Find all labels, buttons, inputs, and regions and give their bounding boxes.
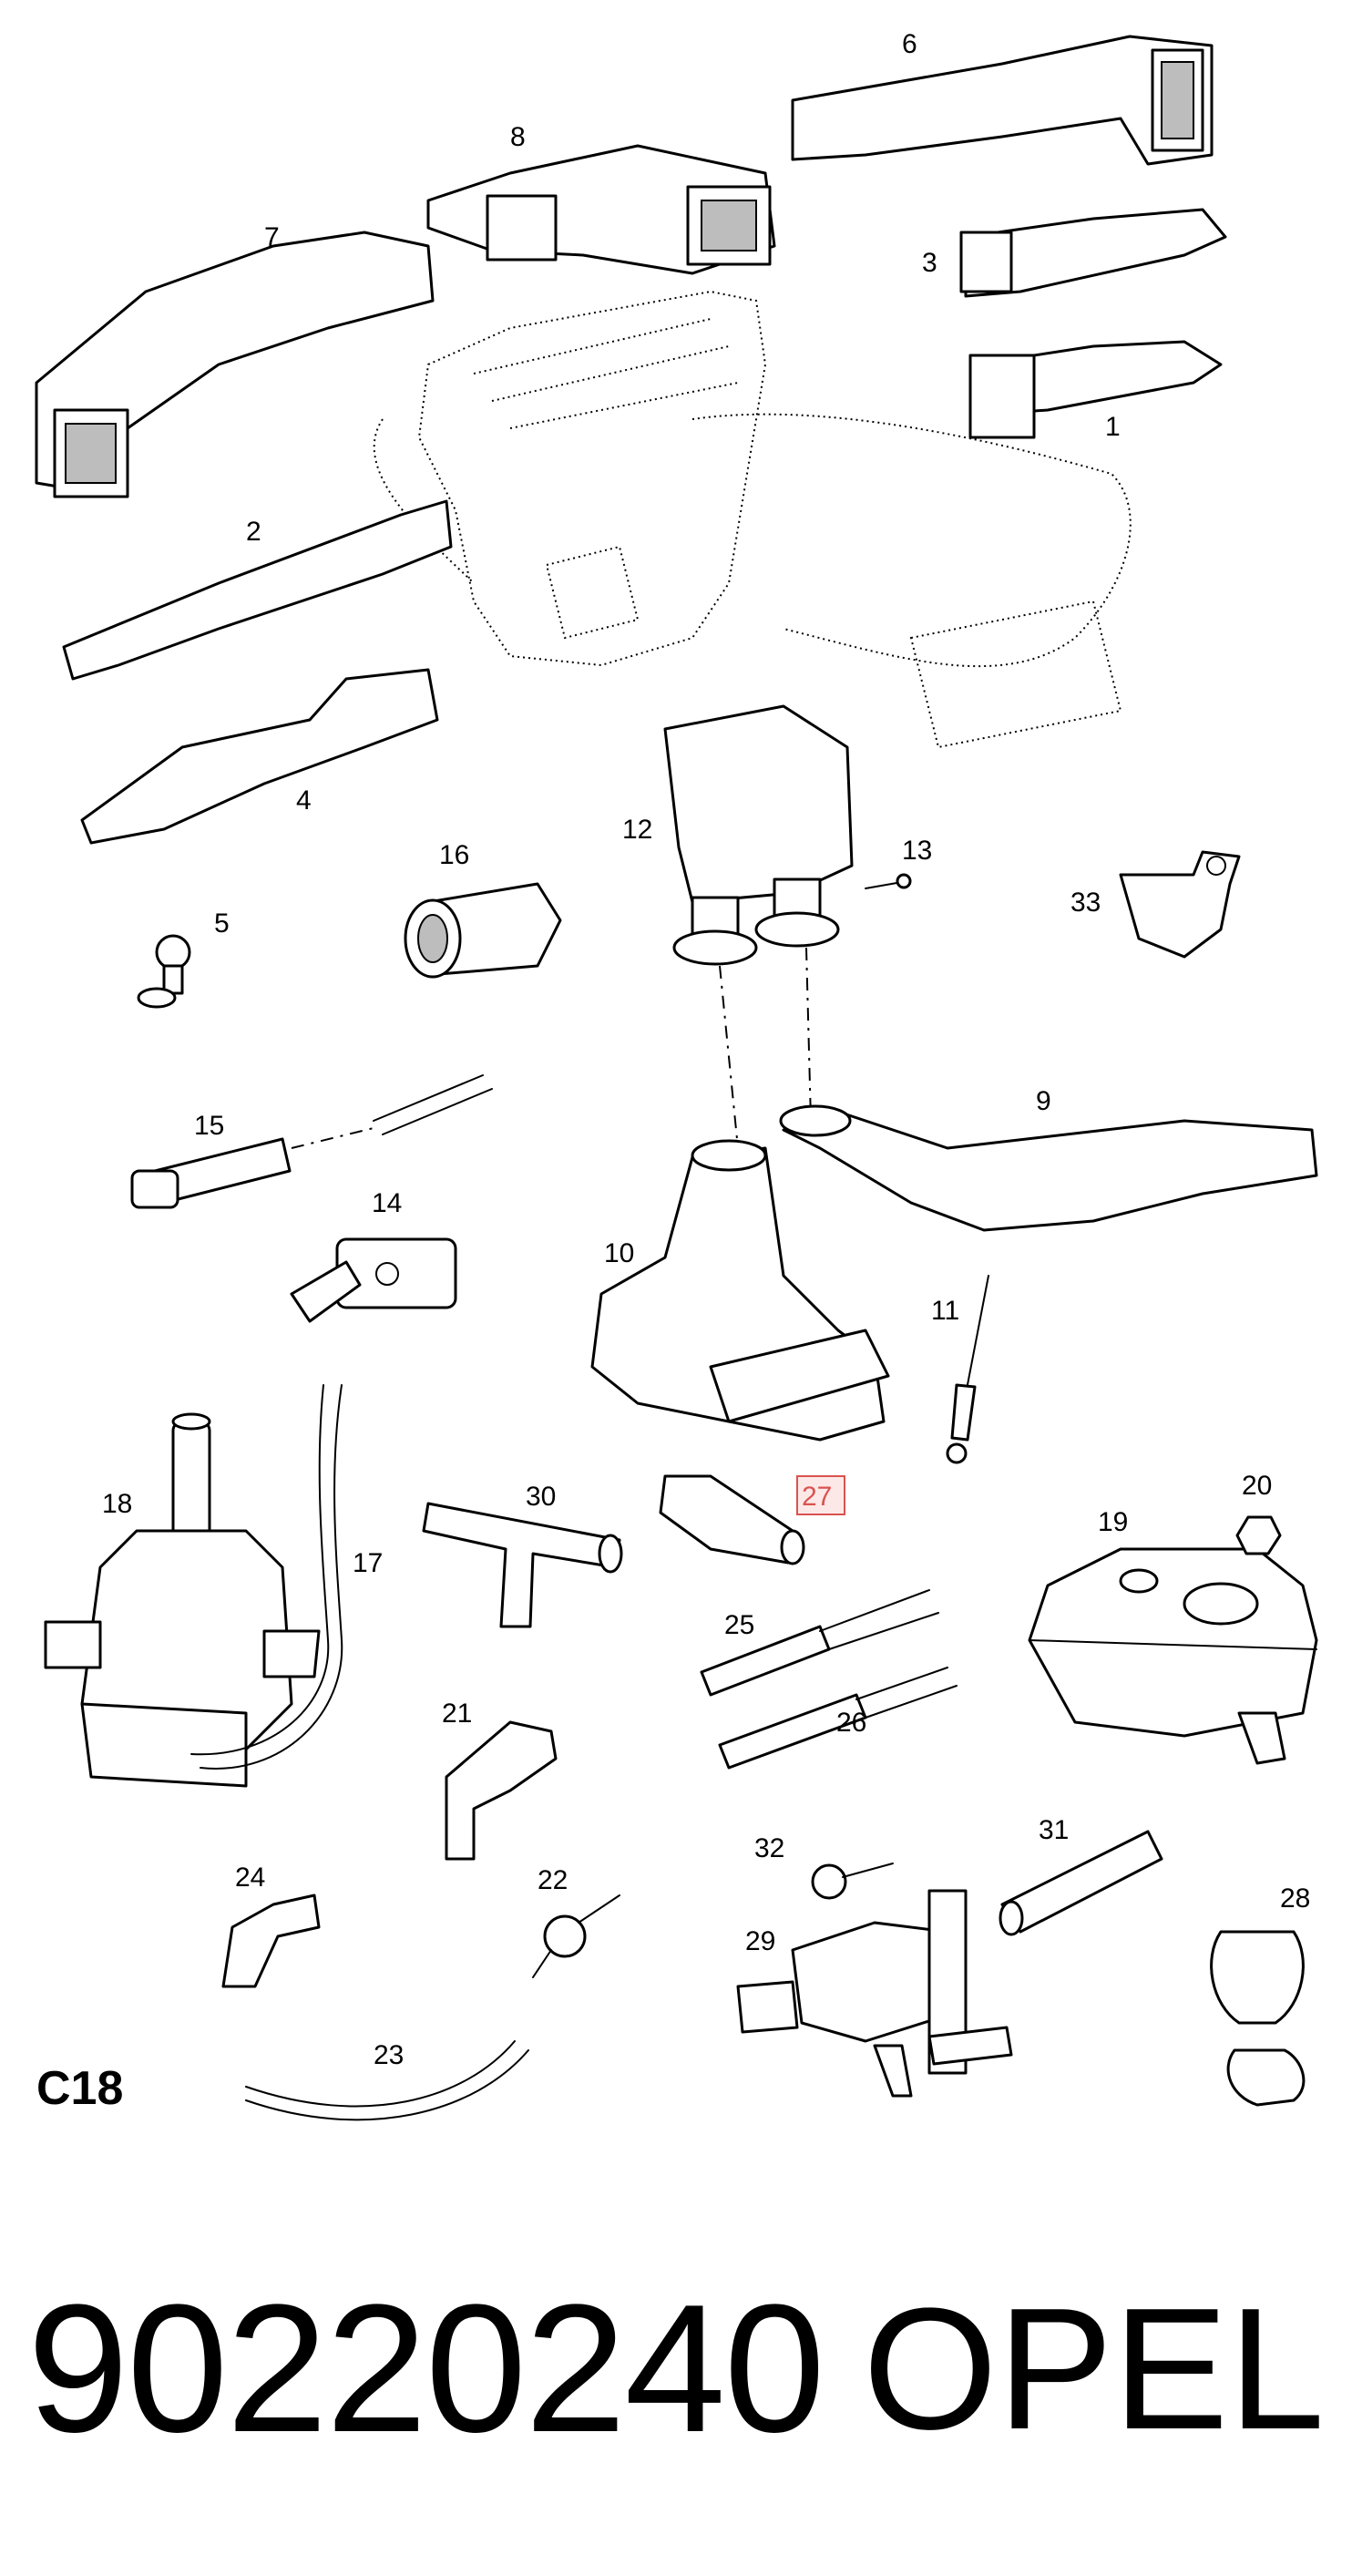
duct-3 — [959, 208, 1227, 298]
part-15 — [130, 1074, 493, 1209]
callout-11[interactable]: 11 — [931, 1296, 959, 1326]
heater-housing-outline — [373, 290, 1132, 749]
part-10 — [590, 1139, 890, 1442]
duct-1 — [968, 340, 1223, 439]
part-30-tee — [422, 1502, 623, 1628]
part-21-elbow — [445, 1720, 558, 1861]
callout-10[interactable]: 10 — [604, 1238, 634, 1268]
part-18-mount — [44, 1412, 321, 1788]
duct-7 — [35, 231, 435, 498]
callout-1[interactable]: 1 — [1105, 412, 1121, 442]
duct-8 — [426, 144, 776, 275]
callout-26[interactable]: 26 — [836, 1708, 866, 1738]
part-19-reservoir — [1028, 1547, 1318, 1765]
callout-16[interactable]: 16 — [439, 840, 469, 870]
part-5-clip — [137, 934, 191, 1009]
callout-7[interactable]: 7 — [264, 222, 280, 252]
callout-4[interactable]: 4 — [296, 785, 312, 816]
part-28-clamp — [1210, 1930, 1306, 2107]
callout-13[interactable]: 13 — [902, 836, 932, 866]
callout-6[interactable]: 6 — [902, 29, 917, 59]
diagram-group-label: C18 — [36, 2062, 124, 2115]
callout-3[interactable]: 3 — [922, 248, 937, 278]
brand-name: OPEL — [863, 2273, 1325, 2466]
part-25-26-tubes — [700, 1589, 958, 1770]
duct-6 — [791, 35, 1214, 166]
part-32-screw — [811, 1863, 894, 1900]
callout-24[interactable]: 24 — [235, 1863, 265, 1893]
callout-18[interactable]: 18 — [102, 1489, 132, 1519]
part-17-hose — [190, 1384, 343, 1770]
callout-30[interactable]: 30 — [526, 1482, 556, 1512]
part-13-screw — [865, 873, 912, 889]
part-11-rod — [946, 1275, 989, 1464]
callout-20[interactable]: 20 — [1242, 1471, 1272, 1501]
callout-19[interactable]: 19 — [1098, 1507, 1128, 1537]
part-16-bushing — [404, 882, 562, 979]
alignment-lines — [719, 947, 812, 1149]
callout-8[interactable]: 8 — [510, 122, 526, 152]
duct-2 — [62, 499, 453, 681]
footer: 90220240 OPEL — [0, 2260, 1352, 2479]
callout-5[interactable]: 5 — [214, 908, 230, 939]
duct-4 — [80, 668, 439, 845]
part-20-nut — [1235, 1515, 1282, 1555]
callout-23[interactable]: 23 — [374, 2040, 404, 2070]
duct-9 — [779, 1104, 1318, 1232]
callout-15[interactable]: 15 — [194, 1111, 224, 1141]
part-24-elbow — [221, 1894, 321, 1988]
callout-28[interactable]: 28 — [1280, 1883, 1310, 1914]
callout-2[interactable]: 2 — [246, 517, 261, 547]
callout-27[interactable]: 27 — [802, 1482, 832, 1512]
callout-32[interactable]: 32 — [754, 1833, 784, 1863]
callout-9[interactable]: 9 — [1036, 1086, 1051, 1116]
callout-31[interactable]: 31 — [1039, 1815, 1069, 1845]
callout-12[interactable]: 12 — [622, 815, 652, 845]
callout-29[interactable]: 29 — [745, 1926, 775, 1956]
callout-14[interactable]: 14 — [372, 1188, 402, 1218]
callout-22[interactable]: 22 — [538, 1865, 568, 1895]
callout-25[interactable]: 25 — [724, 1610, 754, 1640]
part-33-bracket — [1119, 850, 1241, 959]
parts-diagram: 1 2 3 4 5 6 7 8 9 10 11 12 13 14 15 16 1… — [35, 29, 1318, 2121]
part-22-valve — [532, 1894, 620, 1978]
callout-21[interactable]: 21 — [442, 1699, 472, 1729]
callout-17[interactable]: 17 — [353, 1548, 383, 1578]
part-12 — [663, 704, 854, 966]
part-23-hose — [245, 2040, 529, 2121]
part-29-valve — [736, 1889, 1013, 2098]
callout-33[interactable]: 33 — [1070, 888, 1101, 918]
part-31-hose — [999, 1830, 1163, 1936]
part-14 — [290, 1237, 457, 1323]
callout-labels: 1 2 3 4 5 6 7 8 9 10 11 12 13 14 15 16 1… — [102, 29, 1310, 2070]
part-number: 90220240 — [27, 2267, 825, 2470]
callout-27-highlight — [796, 1475, 845, 1515]
part-27-tube — [659, 1474, 805, 1565]
